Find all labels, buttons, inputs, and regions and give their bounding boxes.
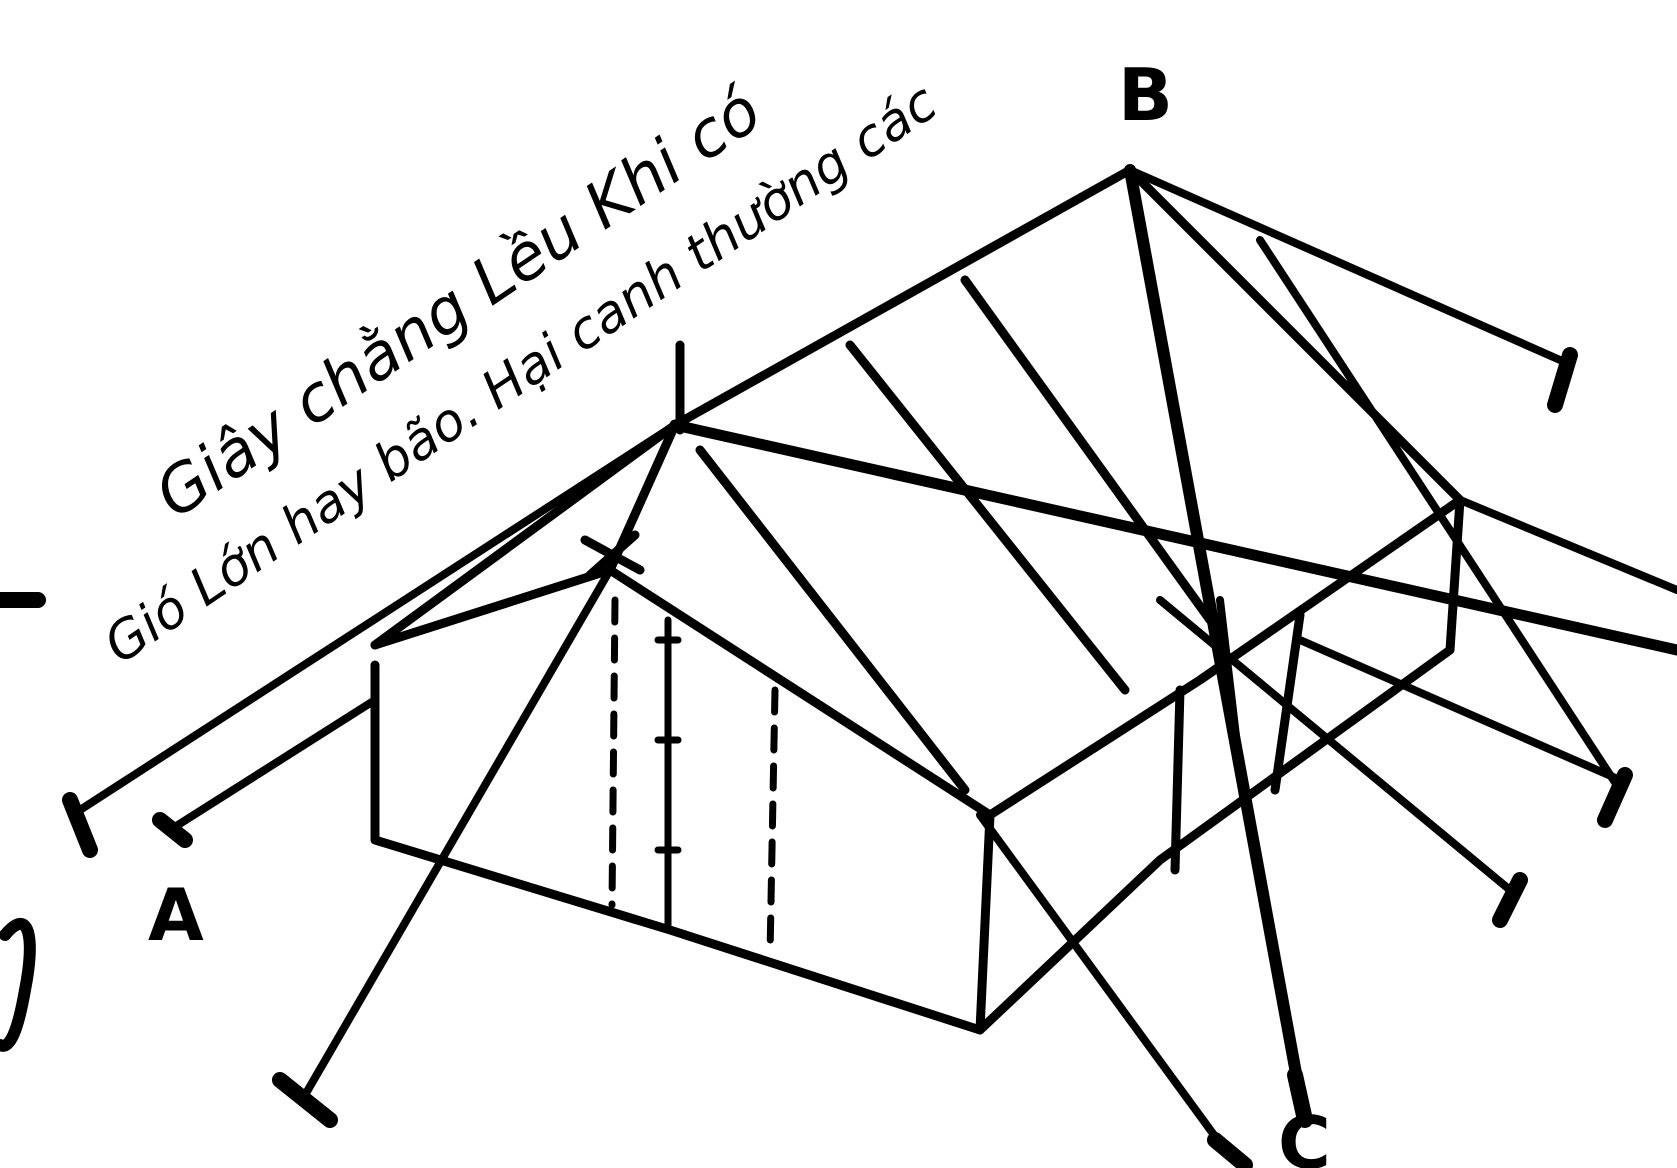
caption: Giây chằng Lều Khi có (143, 74, 775, 534)
stake-front-right (1215, 1140, 1245, 1165)
point-label-b: B (1118, 53, 1173, 137)
tent-door (612, 600, 775, 955)
door-dashed-left (612, 600, 615, 905)
rope-to-a-inner (170, 700, 375, 830)
door-toggle-2 (658, 730, 678, 750)
rope-front-left-long (305, 570, 610, 1095)
door-dashed-right (770, 690, 775, 955)
rope-b-to-right-top (1130, 170, 1560, 360)
rope-corner-right-a (1460, 500, 1677, 590)
point-label-a: A (148, 873, 204, 957)
rope-corner-right-b (1160, 600, 1510, 890)
side-pole-1 (1175, 690, 1180, 870)
rope-b-to-right-mid (1260, 240, 1620, 790)
caption-line-1: Giây chằng Lều Khi có (143, 74, 775, 534)
point-label-c: C (1278, 1101, 1331, 1168)
rope-front-right-long (980, 815, 1225, 1150)
door-toggle-1 (658, 630, 678, 650)
roof-seam-3 (700, 450, 965, 790)
stake-front-left (280, 1080, 330, 1120)
door-toggle-3 (658, 840, 678, 860)
caption-line-2: Gió Lớn hay bão. Hại canh thường các (94, 73, 948, 676)
roof-seam-2 (965, 280, 1210, 620)
caption-2: Gió Lớn hay bão. Hại canh thường các (94, 73, 948, 676)
front-side-wall (375, 665, 990, 1030)
left-edge-mark (0, 924, 30, 1046)
stake-right-mid (1605, 775, 1625, 820)
